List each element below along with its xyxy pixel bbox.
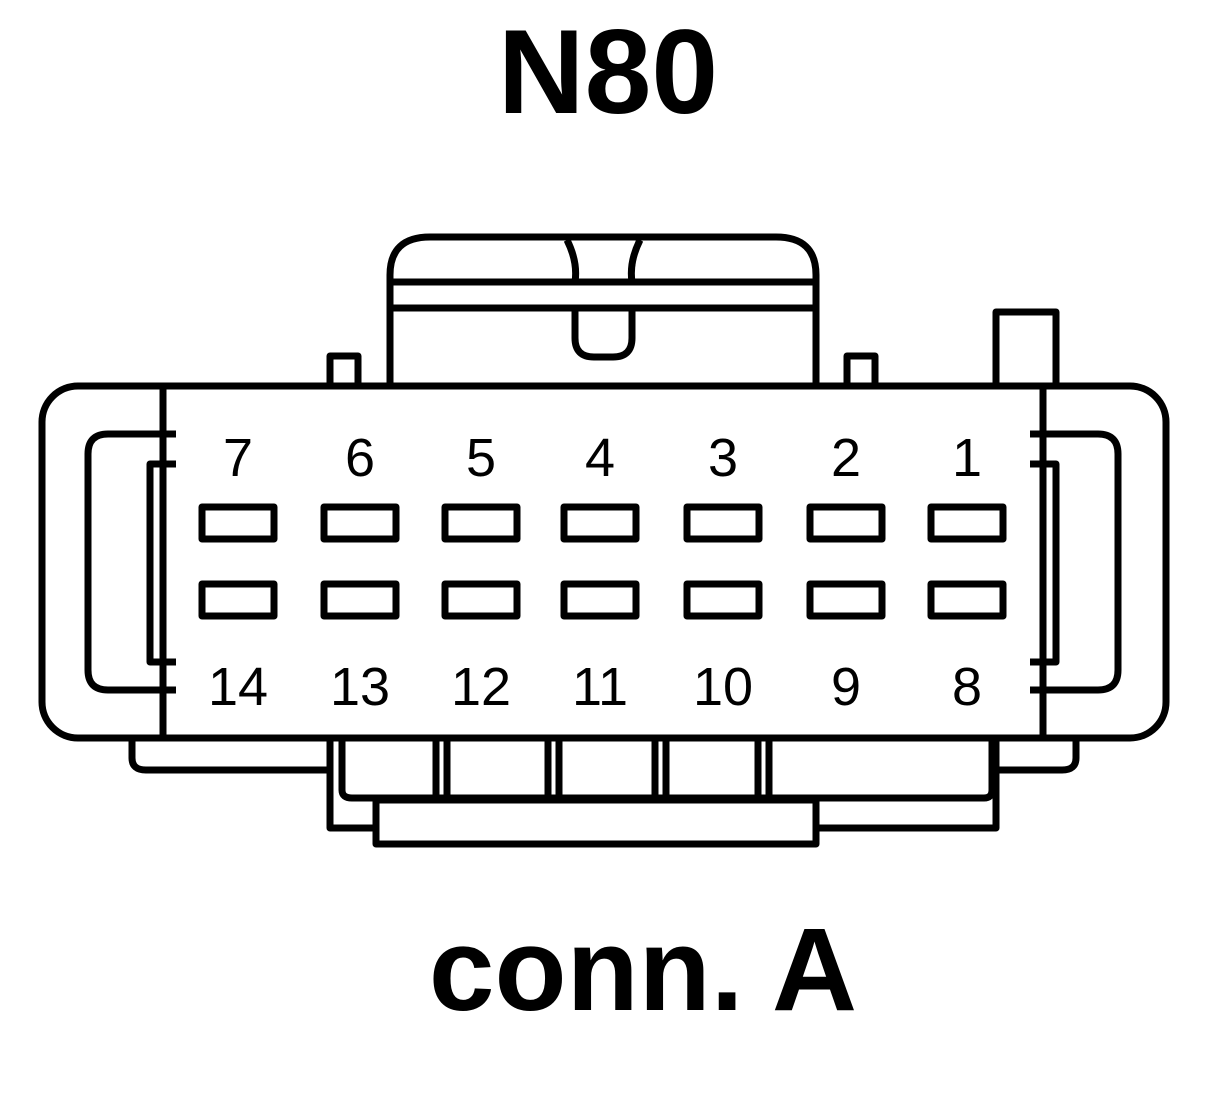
pin-number-7: 7 — [223, 428, 253, 488]
pin-number-5: 5 — [466, 428, 496, 488]
pin-layer: 7 6 5 4 3 2 1 14 13 12 11 10 9 8 — [198, 428, 1007, 717]
pin-number-14: 14 — [208, 657, 268, 717]
pin-cavity-3 — [683, 503, 763, 543]
pin-cavity-11 — [560, 580, 640, 620]
top-latch — [386, 233, 820, 385]
pin-number-13: 13 — [330, 657, 390, 717]
pin-number-2: 2 — [831, 428, 861, 488]
key-post — [992, 308, 1060, 390]
pin-cavity-8 — [927, 580, 1007, 620]
pin-number-10: 10 — [693, 657, 753, 717]
pin-number-4: 4 — [585, 428, 615, 488]
pin-cavity-1 — [927, 503, 1007, 543]
pin-cavity-4 — [560, 503, 640, 543]
connector-title: N80 — [497, 5, 719, 139]
pin-number-11: 11 — [572, 657, 628, 717]
connector-subtitle: conn. A — [428, 904, 858, 1036]
pin-cavity-2 — [806, 503, 886, 543]
pin-cavity-12 — [441, 580, 521, 620]
pin-cavity-5 — [441, 503, 521, 543]
pin-number-8: 8 — [952, 657, 982, 717]
connector-body — [38, 382, 1170, 742]
pin-number-1: 1 — [952, 428, 982, 488]
pin-cavity-9 — [806, 580, 886, 620]
pin-cavity-7 — [198, 503, 278, 543]
pin-cavity-14 — [198, 580, 278, 620]
pin-cavity-13 — [320, 580, 400, 620]
pin-number-3: 3 — [708, 428, 738, 488]
right-lock-tab — [1030, 430, 1122, 694]
bottom-skirt — [128, 734, 1080, 848]
left-lock-tab — [84, 430, 176, 694]
left-stud — [326, 352, 362, 390]
pin-cavity-6 — [320, 503, 400, 543]
pin-number-9: 9 — [831, 657, 861, 717]
pin-cavity-10 — [683, 580, 763, 620]
right-stud — [843, 352, 879, 390]
pin-number-6: 6 — [345, 428, 375, 488]
pin-number-12: 12 — [451, 657, 511, 717]
